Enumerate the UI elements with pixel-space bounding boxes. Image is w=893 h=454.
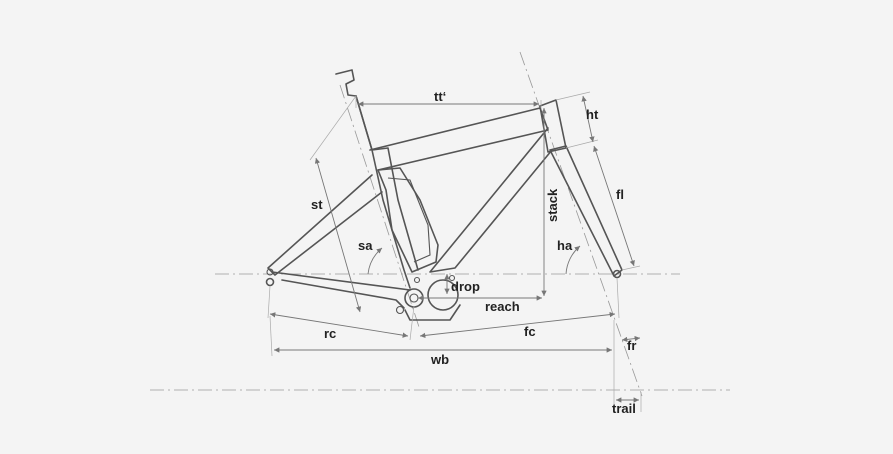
label-trail: trail (612, 401, 636, 416)
seatpost (335, 69, 373, 151)
label-stack: stack (545, 188, 560, 222)
label-ha: ha (557, 238, 573, 253)
label-sa: sa (358, 238, 373, 253)
down-tube (429, 127, 553, 273)
fork (549, 145, 623, 277)
label-st: st (311, 197, 323, 212)
seat-tube (355, 95, 419, 289)
ha-arc (565, 245, 581, 275)
front-axle (612, 269, 622, 279)
rc-dimension (269, 312, 409, 338)
chain-stay (271, 271, 411, 309)
fc-dimension (419, 311, 616, 339)
bike-frame (265, 69, 623, 321)
label-fr: fr (627, 338, 636, 353)
rear-dropout (265, 277, 275, 287)
small-pivot (395, 305, 405, 315)
label-reach: reach (485, 299, 520, 314)
label-ht: ht (586, 107, 599, 122)
battery-inner (387, 177, 431, 263)
bottom-bracket-inner (409, 293, 419, 303)
label-fc: fc (524, 324, 536, 339)
fl-dimension (593, 145, 635, 267)
sa-arc (367, 247, 383, 275)
fr-dimension (621, 335, 641, 343)
chainring (427, 279, 459, 311)
label-wb: wb (430, 352, 449, 367)
battery-housing (377, 167, 439, 273)
upper-pivot (413, 276, 421, 284)
seat-axis-line (339, 84, 421, 331)
label-fl: fl (616, 187, 624, 202)
label-rc: rc (324, 326, 336, 341)
dimension-labels: tt‘ ht st stack fl sa ha drop reach rc f… (311, 89, 636, 416)
label-drop: drop (451, 279, 480, 294)
dimension-lines (267, 91, 642, 412)
label-tt: tt‘ (434, 89, 446, 104)
rear-dropout-upper (266, 268, 274, 276)
st-dimension (314, 157, 362, 313)
ht-dimension (581, 95, 595, 143)
